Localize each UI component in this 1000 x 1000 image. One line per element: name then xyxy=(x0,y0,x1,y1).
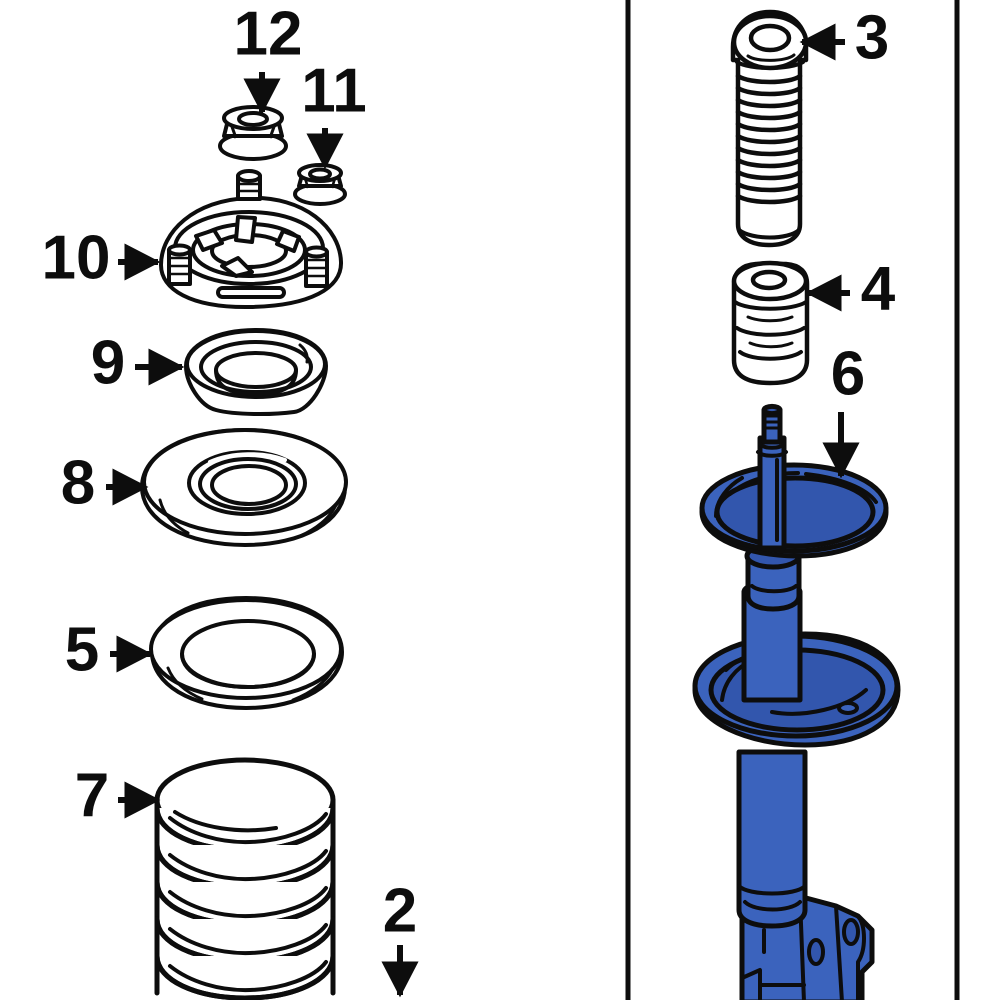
callout-9[interactable]: 9 xyxy=(91,328,185,397)
part-flange-nut-upper[interactable] xyxy=(218,105,288,161)
callout-number-8: 8 xyxy=(61,448,95,517)
part-upper-spring-seat[interactable] xyxy=(149,596,344,710)
callout-11[interactable]: 11 xyxy=(301,56,367,170)
callout-number-5: 5 xyxy=(65,615,99,684)
callout-number-9: 9 xyxy=(91,328,125,397)
callout-number-12: 12 xyxy=(234,0,303,68)
part-spring-insulator[interactable] xyxy=(140,428,348,547)
callout-number-2: 2 xyxy=(383,876,417,945)
part-coil-spring[interactable] xyxy=(154,757,336,1000)
callout-8[interactable]: 8 xyxy=(61,448,149,517)
right-panel-border xyxy=(625,0,960,1000)
callout-10[interactable]: 10 xyxy=(42,223,161,292)
part-dust-boot[interactable] xyxy=(730,9,809,248)
callout-number-7: 7 xyxy=(75,761,109,830)
callout-number-4: 4 xyxy=(861,254,896,323)
part-flange-nut-small[interactable] xyxy=(293,163,347,206)
part-bump-stop[interactable] xyxy=(731,260,810,386)
part-bearing-seat[interactable] xyxy=(184,328,328,417)
part-strut-mount[interactable] xyxy=(159,169,344,310)
callout-5[interactable]: 5 xyxy=(65,615,153,684)
callout-number-10: 10 xyxy=(42,223,111,292)
callout-7[interactable]: 7 xyxy=(75,761,161,830)
callout-2[interactable]: 2 xyxy=(381,876,419,998)
callout-number-3: 3 xyxy=(855,3,889,72)
callout-4[interactable]: 4 xyxy=(805,254,896,323)
callout-number-6: 6 xyxy=(831,339,865,408)
callout-number-11: 11 xyxy=(301,56,367,125)
part-strut-shock-absorber[interactable] xyxy=(692,403,901,1000)
callout-6[interactable]: 6 xyxy=(822,339,865,479)
callout-3[interactable]: 3 xyxy=(799,3,889,72)
callout-12[interactable]: 12 xyxy=(234,0,303,115)
